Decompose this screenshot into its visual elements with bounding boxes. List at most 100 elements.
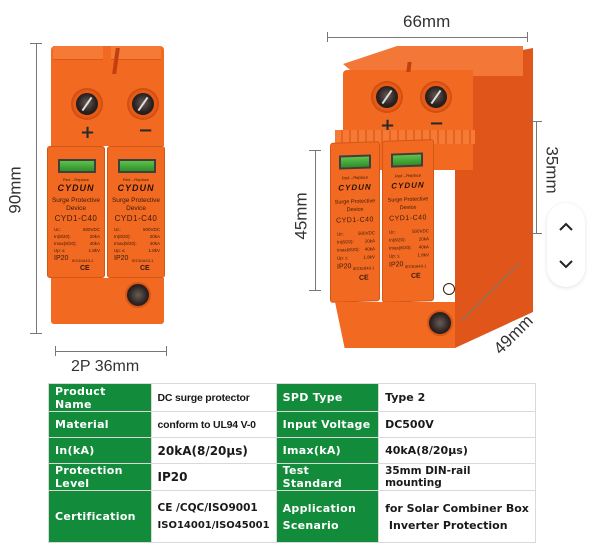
terminal-block-top: + −: [51, 46, 164, 146]
model-number: CYD1-C40: [114, 214, 158, 223]
spec-value-line1: for Solar Combiner Box: [385, 501, 529, 515]
spec-value: 20kA: [149, 234, 160, 239]
indicator-legend: Red→Replace: [394, 172, 421, 179]
spec-key: Input Voltage: [275, 411, 380, 438]
height-dimension-label: 90mm: [5, 166, 25, 214]
model-number: CYD1-C40: [336, 216, 374, 225]
spec-value: 1.8kV: [148, 248, 160, 253]
bottom-terminal-screw-icon: [125, 282, 151, 308]
status-indicator-window: [58, 159, 96, 173]
table-row: Material conform to UL94 V-0 Input Volta…: [48, 411, 536, 438]
spec-key: Material: [48, 411, 152, 438]
spec-value: 20kA(8/20μs): [150, 437, 277, 464]
module-title-line1: Surge Protective: [111, 197, 161, 204]
standard-label: IEC61643-1: [405, 263, 427, 270]
spec-value: 40kA: [149, 241, 160, 246]
spd-module-1: Red→Replace CYDUN Surge Protective Devic…: [47, 146, 105, 278]
spec-key: Test Standard: [275, 463, 380, 491]
standard-label: IEC61643-1: [72, 258, 94, 263]
table-row: Protection Level IP20 Test Standard 35mm…: [48, 463, 536, 491]
spd-module-1-3d: Red→Replace CYDUN Surge Protective Devic…: [330, 141, 380, 303]
brand-logo: CYDUN: [117, 183, 155, 193]
spec-value: for Solar Combiner Box Inverter Protecti…: [378, 490, 536, 543]
spec-label: Uc:: [337, 231, 344, 237]
gallery-next-button[interactable]: [547, 245, 585, 283]
spec-label: Imax(8/20):: [114, 241, 137, 246]
ground-symbol-icon: [443, 283, 455, 295]
ip-rating: IP20: [337, 263, 352, 271]
height-3d-right-dimension-line: [536, 121, 537, 234]
height-3d-tick-bottom: [309, 290, 321, 291]
spec-value-line1: CE /CQC/ISO9001: [157, 501, 258, 514]
table-row: Product Name DC surge protector SPD Type…: [48, 383, 536, 412]
spec-label: Uc:: [389, 229, 396, 235]
spec-label: In(8/20):: [54, 234, 71, 239]
ce-mark-icon: CE: [140, 265, 150, 272]
spec-table: Product Name DC surge protector SPD Type…: [48, 383, 536, 543]
spec-label: Uc:: [114, 227, 121, 232]
spec-label: In(8/20):: [389, 237, 406, 243]
indicator-legend: Red→Replace: [122, 177, 149, 182]
spec-value: Type 2: [378, 383, 536, 412]
module-title-line1: Surge Protective: [51, 197, 101, 204]
brand-logo: CYDUN: [391, 180, 425, 191]
width-3d-dimension-line: [327, 37, 527, 38]
spec-label: In(8/20):: [114, 234, 131, 239]
polarity-minus-label: −: [138, 120, 154, 141]
standard-label: IEC61643-1: [353, 265, 375, 272]
spec-key: Imax(kA): [275, 437, 380, 464]
spec-value: 20kA: [364, 238, 375, 244]
chevron-up-icon: [559, 222, 573, 231]
spec-label: Imax(8/20):: [389, 244, 412, 251]
spec-label: Imax(8/20):: [54, 241, 77, 246]
status-indicator-window: [339, 154, 371, 170]
spec-value: 40kA(8/20μs): [378, 437, 536, 464]
width-3d-dimension-label: 66mm: [403, 12, 451, 31]
spec-key-line1: Application: [282, 501, 357, 515]
ip-rating: IP20: [389, 261, 404, 269]
spec-key: Certification: [48, 490, 152, 543]
brand-logo: CYDUN: [338, 182, 372, 193]
spec-value: CE /CQC/ISO9001 ISO14001/ISO45001: [150, 490, 277, 543]
width-dimension-label: 2P 36mm: [71, 358, 140, 375]
spec-label: Up: ≤: [337, 255, 348, 261]
width-3d-tick-right: [527, 32, 528, 42]
table-row: Certification CE /CQC/ISO9001 ISO14001/I…: [48, 490, 536, 543]
module-title-line2: Device: [126, 205, 146, 212]
spec-value: 40kA: [364, 246, 375, 252]
spec-value: 500VDC: [411, 228, 429, 234]
spec-value-line2: Inverter Protection: [385, 518, 508, 532]
chevron-down-icon: [559, 259, 573, 268]
terminal-screw-negative-icon: [129, 90, 157, 118]
width-3d-tick-left: [327, 32, 328, 42]
spec-value: 40kA: [418, 244, 429, 250]
brand-logo: CYDUN: [57, 183, 95, 193]
spec-value: conform to UL94 V-0: [150, 411, 277, 438]
indicator-legend: Red→Replace: [341, 174, 368, 181]
spec-key: In(kA): [48, 437, 152, 464]
spec-value: 500VDC: [82, 227, 100, 232]
terminal-block-bottom: [51, 278, 164, 324]
status-indicator-window: [391, 152, 423, 168]
spec-value: 500VDC: [142, 227, 160, 232]
spec-value: 1.8kV: [88, 248, 100, 253]
height-3d-tick-top: [309, 150, 321, 151]
width-dimension-line: [55, 351, 166, 352]
gallery-prev-button[interactable]: [547, 207, 585, 245]
spec-key: Protection Level: [48, 463, 152, 491]
ce-mark-icon: CE: [359, 274, 369, 282]
spec-value: 1.8kV: [417, 252, 429, 258]
spec-value: 20kA: [418, 236, 429, 242]
ce-mark-icon: CE: [80, 265, 90, 272]
height-3d-dimension-line: [315, 150, 316, 290]
spec-key-line2: Scenario: [282, 518, 339, 532]
polarity-minus-label: −: [429, 113, 445, 134]
table-row: In(kA) 20kA(8/20μs) Imax(kA) 40kA(8/20μs…: [48, 437, 536, 464]
spd-module-2: Red→Replace CYDUN Surge Protective Devic…: [107, 146, 165, 278]
terminal-screw-positive-icon: [73, 90, 101, 118]
spec-label: Uc:: [54, 227, 61, 232]
module-title-line2: Device: [399, 204, 417, 212]
spec-label: Imax(8/20):: [337, 246, 360, 253]
height-3d-dimension-label: 45mm: [291, 192, 311, 240]
spec-label: Up: ≤: [114, 248, 125, 253]
